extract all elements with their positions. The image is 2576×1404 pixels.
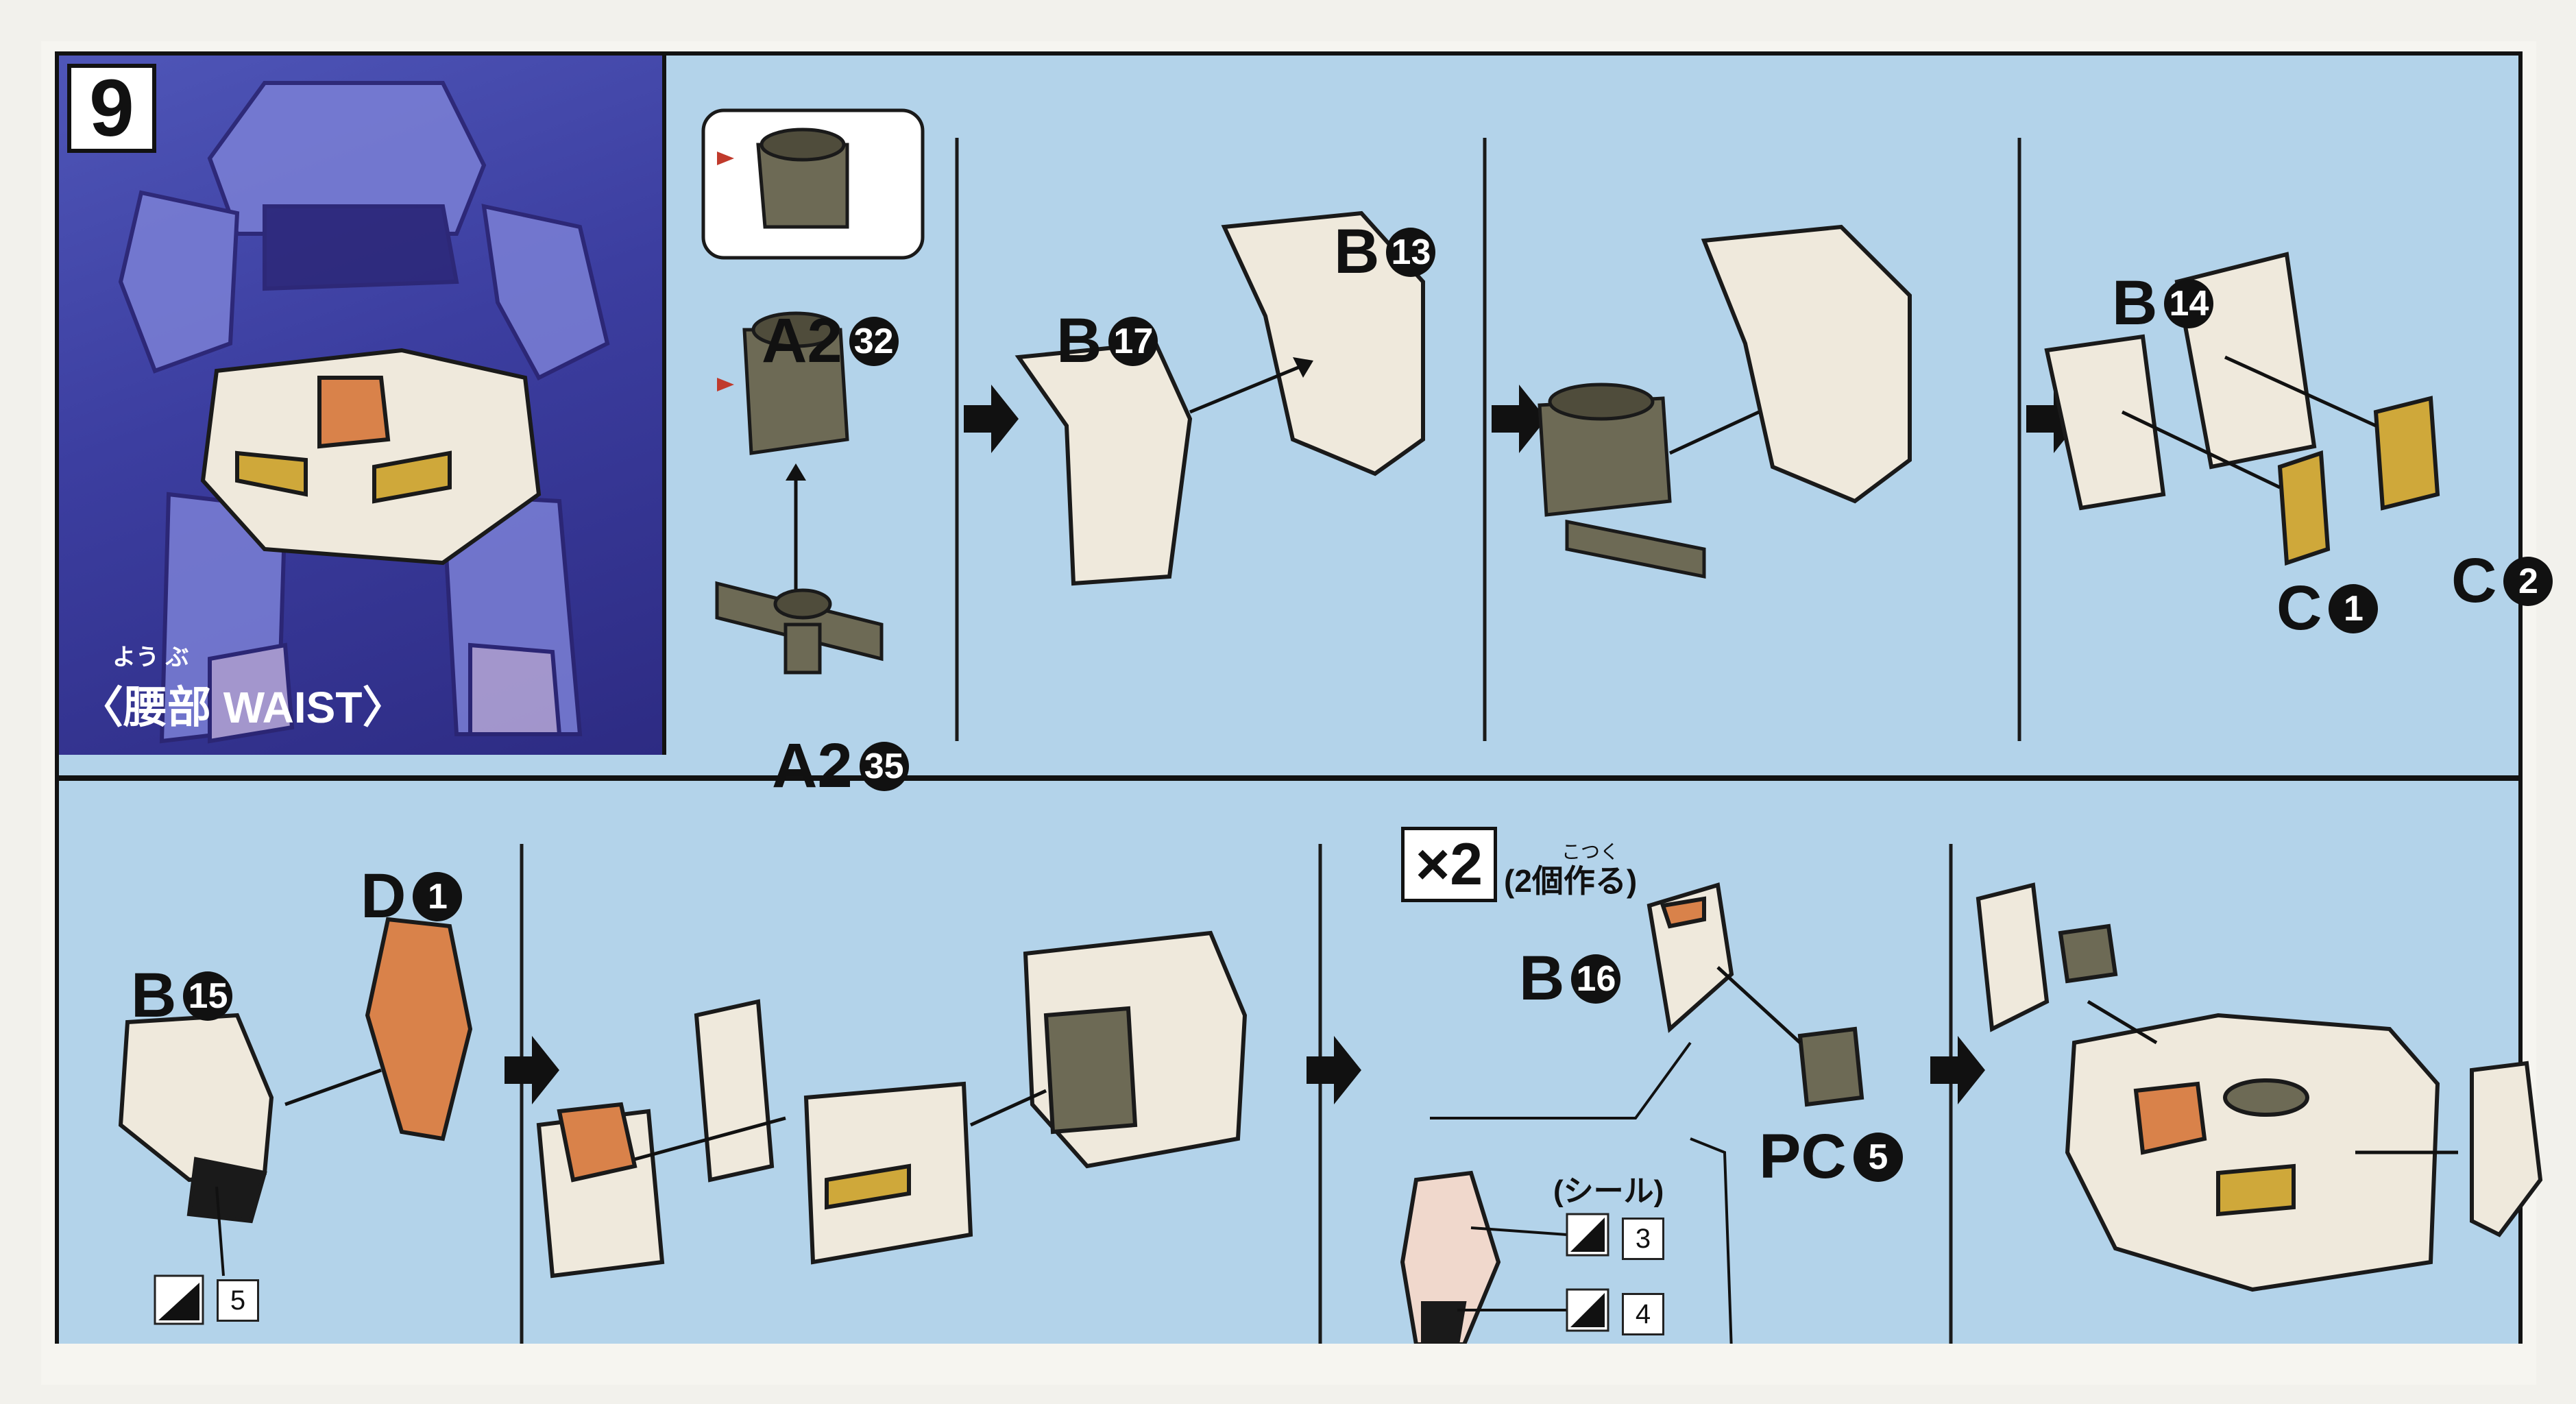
section-title: よう ぶ 〈腰部 WAIST〉 bbox=[80, 644, 406, 736]
seal-number-4: 4 bbox=[1622, 1293, 1664, 1335]
section-title-text: 〈腰部 WAIST〉 bbox=[80, 683, 406, 732]
make-two-badge: ×2 bbox=[1401, 827, 1497, 902]
make-two-note: (2個作る) bbox=[1504, 863, 1638, 899]
next-step-strip bbox=[41, 1344, 2536, 1385]
seal-number-3: 3 bbox=[1622, 1218, 1664, 1260]
seal-icon bbox=[154, 1274, 204, 1325]
sprue-gate-mark-icon bbox=[717, 152, 734, 391]
section-title-ruby: よう ぶ bbox=[112, 644, 189, 670]
instruction-page: 9 よう ぶ 〈腰部 WAIST〉 bbox=[41, 41, 2553, 1385]
make-two-ruby: こつく bbox=[1562, 841, 1620, 862]
seal-number-5: 5 bbox=[217, 1279, 259, 1322]
step-number-badge: 9 bbox=[67, 64, 156, 153]
assembly-diagrams bbox=[118, 108, 2543, 1352]
waist-hero-image: 9 よう ぶ 〈腰部 WAIST〉 bbox=[59, 56, 666, 755]
seal-label: (シール) bbox=[1553, 1174, 1664, 1208]
step-9-frame: 9 よう ぶ 〈腰部 WAIST〉 bbox=[55, 51, 2553, 1379]
seal-icon bbox=[1566, 1213, 1609, 1332]
robot-silhouette-icon bbox=[118, 81, 610, 744]
row-divider bbox=[59, 775, 2518, 781]
